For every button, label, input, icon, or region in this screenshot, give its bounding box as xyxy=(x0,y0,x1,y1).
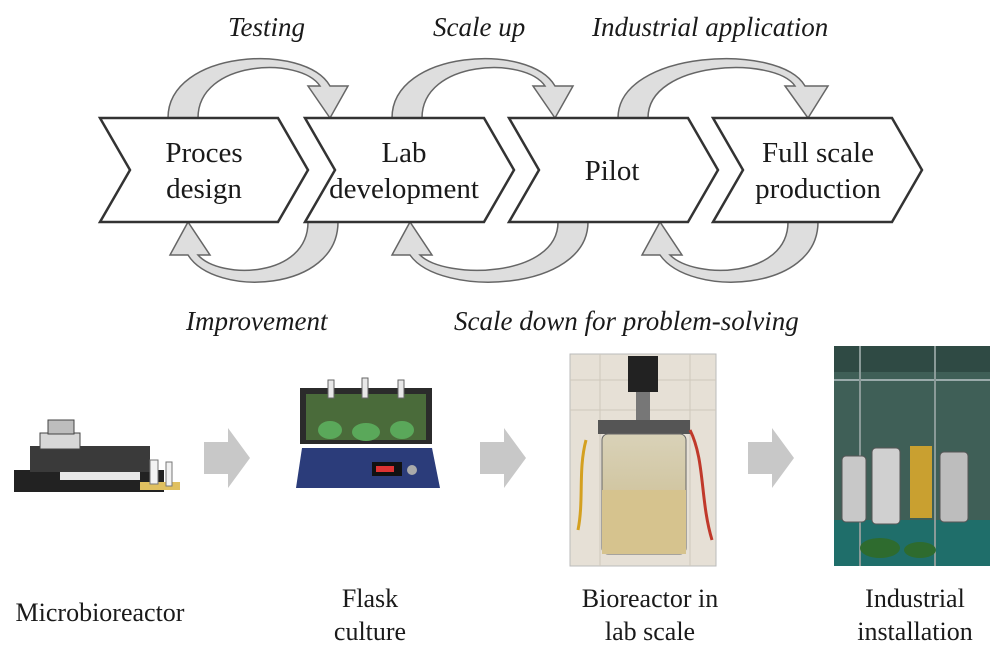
testing-loop-arrow xyxy=(167,58,350,120)
caption-lab-bioreactor-line2: lab scale xyxy=(604,617,696,646)
caption-flask-culture-line1: Flask xyxy=(341,584,399,613)
microbioreactor-illustration xyxy=(14,419,180,492)
caption-industrial-installation-line1: Industrial xyxy=(865,584,965,613)
stage-2-line2: development xyxy=(329,173,479,205)
stage-1-line2: design xyxy=(166,173,242,205)
lab-bioreactor-illustration xyxy=(569,353,717,567)
caption-lab-bioreactor-line1: Bioreactor in xyxy=(581,584,719,613)
stage-4-line1: Full scale xyxy=(762,137,874,169)
label-industrial-application: Industrial application xyxy=(591,12,828,42)
chevron-full-scale-production xyxy=(710,116,924,224)
chevron-proces-design xyxy=(97,116,310,224)
caption-flask-culture-line2: culture xyxy=(333,617,407,646)
industrial-application-loop-arrow xyxy=(617,57,830,120)
flow-arrows xyxy=(204,428,794,488)
improvement-loop-arrow xyxy=(168,220,339,283)
process-chevrons xyxy=(97,116,924,224)
label-testing: Testing xyxy=(228,12,305,42)
stage-2-line1: Lab xyxy=(381,137,426,169)
caption-lab-bioreactor: Bioreactor in lab scale xyxy=(555,582,745,648)
stage-3-line1: Pilot xyxy=(585,155,640,187)
chevron-lab-development xyxy=(302,116,516,224)
bottom-loop-arrows xyxy=(168,220,819,283)
chevron-pilot xyxy=(506,116,720,224)
caption-industrial-installation: Industrial installation xyxy=(840,582,990,648)
top-loop-arrows xyxy=(167,57,830,120)
flow-arrow-2 xyxy=(480,428,526,488)
label-scale-down: Scale down for problem-solving xyxy=(454,306,799,336)
flow-arrow-1 xyxy=(204,428,250,488)
scale-down-loop-arrow-1 xyxy=(390,220,589,283)
industrial-installation-illustration xyxy=(834,346,990,566)
stage-1-line1: Proces xyxy=(165,137,242,169)
caption-flask-culture: Flask culture xyxy=(300,582,440,648)
stage-4-line2: production xyxy=(755,173,881,205)
flow-arrow-3 xyxy=(748,428,794,488)
caption-microbioreactor: Microbioreactor xyxy=(0,596,200,629)
scale-up-loop-arrow xyxy=(391,57,575,120)
caption-microbioreactor-line1: Microbioreactor xyxy=(15,598,185,627)
label-scale-up: Scale up xyxy=(433,12,525,42)
label-improvement: Improvement xyxy=(185,306,329,336)
flask-culture-illustration xyxy=(296,377,440,488)
scale-down-loop-arrow-2 xyxy=(640,220,819,283)
caption-industrial-installation-line2: installation xyxy=(857,617,973,646)
